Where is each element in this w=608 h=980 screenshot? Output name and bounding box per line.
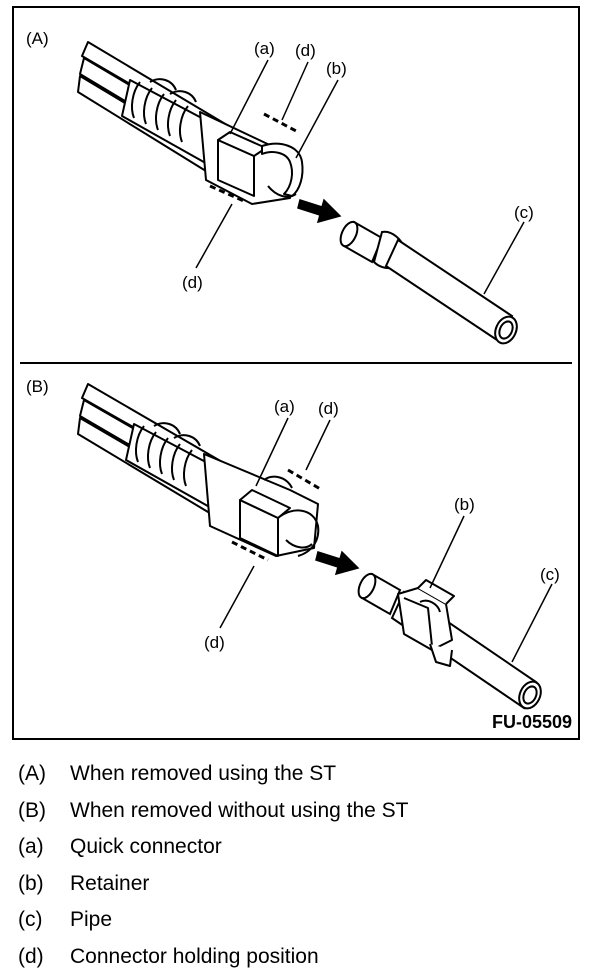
panel-a-callout-b: (b) xyxy=(326,59,347,78)
panel-a-callout-d-top: (d) xyxy=(295,41,316,60)
panel-a-callout-c: (c) xyxy=(514,203,534,222)
legend-key: (a) xyxy=(18,835,44,858)
legend-item: (d) Connector holding position xyxy=(18,943,588,980)
panel-a-pipe xyxy=(339,220,518,345)
legend-item: (c) Pipe xyxy=(18,906,588,943)
panel-b-retainer xyxy=(397,579,455,667)
legend: (A) When removed using the ST (B) When r… xyxy=(18,760,588,979)
legend-key: (c) xyxy=(18,908,43,931)
panel-a-leaders xyxy=(195,59,525,295)
panel-a-label: (A) xyxy=(26,29,49,48)
panel-a: (A) xyxy=(26,29,534,345)
panel-b-holding-marks xyxy=(231,468,323,562)
panel-b-callout-b: (b) xyxy=(454,495,475,514)
legend-text: When removed using the ST xyxy=(70,762,337,785)
legend-text: Connector holding position xyxy=(70,944,319,968)
panel-b-label: (B) xyxy=(26,377,49,396)
legend-text: Quick connector xyxy=(70,835,222,858)
panel-b-removal-arrow xyxy=(315,550,360,576)
panel-b-quick-connector xyxy=(77,383,320,557)
panel-b-callout-c: (c) xyxy=(540,565,560,584)
legend-key: (b) xyxy=(18,871,44,895)
panel-a-callout-a: (a) xyxy=(254,39,275,58)
panel-b-callout-d-bottom: (d) xyxy=(204,633,225,652)
connector-removal-figure: (A) xyxy=(12,6,580,740)
legend-item: (B) When removed without using the ST xyxy=(18,797,588,834)
figure-code: FU-05509 xyxy=(492,712,572,732)
panel-a-quick-connector xyxy=(77,41,304,205)
legend-text: When removed without using the ST xyxy=(70,798,409,822)
legend-item: (a) Quick connector xyxy=(18,833,588,870)
panel-b-leaders xyxy=(219,417,553,663)
legend-item: (b) Retainer xyxy=(18,870,588,907)
panel-b-callout-d-top: (d) xyxy=(318,399,339,418)
figure-frame xyxy=(12,6,580,740)
legend-key: (B) xyxy=(18,798,46,822)
legend-item: (A) When removed using the ST xyxy=(18,760,588,797)
panel-b: (B) xyxy=(26,377,560,710)
legend-key: (d) xyxy=(18,944,44,968)
panel-a-removal-arrow xyxy=(297,198,342,224)
panel-a-holding-marks xyxy=(209,112,299,204)
legend-text: Pipe xyxy=(70,908,113,931)
panel-a-callout-d-bottom: (d) xyxy=(182,273,203,292)
panel-b-callout-a: (a) xyxy=(274,397,295,416)
legend-text: Retainer xyxy=(70,871,150,895)
legend-key: (A) xyxy=(18,762,46,785)
